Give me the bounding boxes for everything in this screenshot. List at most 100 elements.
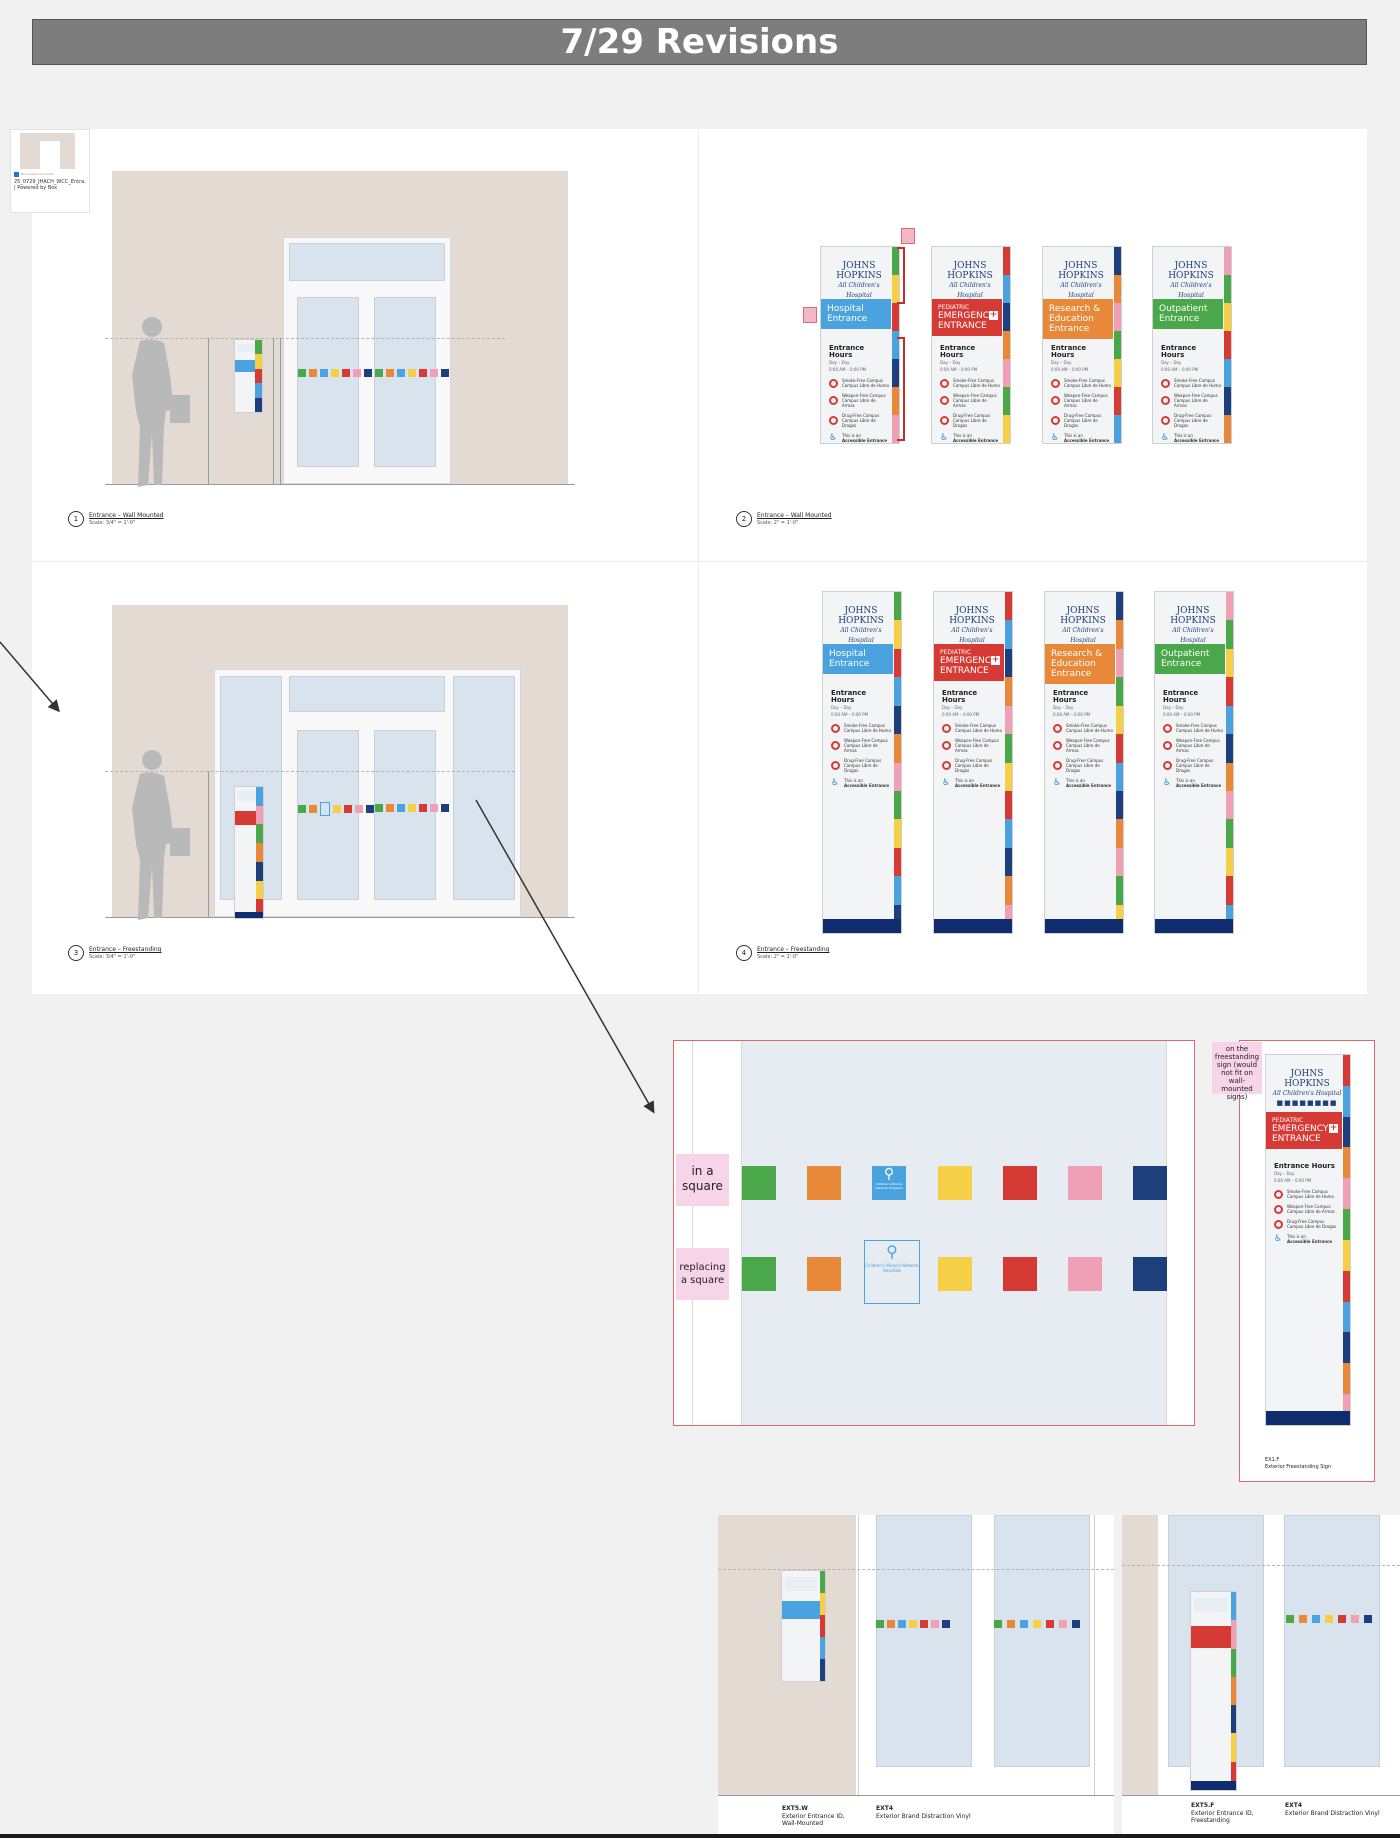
- entrance-sign[interactable]: JOHNS HOPKINS All Children's Hospital ■■…: [1152, 246, 1232, 444]
- sign-code: EXT5.F: [1191, 1802, 1215, 1809]
- transom-glass: [289, 676, 445, 712]
- entrance-hours: Entrance Hours Day – Day 0:00 AM – 0:00 …: [942, 689, 1002, 788]
- bottom-elevation-a: [718, 1515, 1114, 1834]
- page-title: 7/29 Revisions: [32, 19, 1367, 65]
- navy-base-bar: [1045, 919, 1123, 933]
- brand-vinyl-row: [298, 802, 374, 816]
- no-drugs-icon: [942, 761, 951, 770]
- sign-description: Exterior Entrance ID, Freestanding: [1191, 1810, 1254, 1824]
- accessible-icon: ♿: [829, 432, 838, 443]
- entrance-sign[interactable]: JOHNS HOPKINS All Children's Hospital ■■…: [1044, 591, 1124, 934]
- brand-color-square: [742, 1257, 776, 1291]
- freestanding-sign-mini[interactable]: [234, 786, 264, 919]
- no-weapons-icon: [940, 396, 949, 405]
- sticky-note[interactable]: replacing a square: [676, 1248, 729, 1300]
- entrance-hours: Entrance Hours Day – Day 0:00 AM – 0:00 …: [940, 344, 1000, 443]
- comment-marker-icon[interactable]: [803, 307, 817, 323]
- door-glass: [374, 297, 436, 467]
- accessible-icon: ♿: [940, 432, 949, 443]
- elevation-title: Entrance – Wall Mounted: [89, 512, 164, 519]
- dimension-line: [105, 771, 515, 772]
- no-drugs-icon: [1161, 416, 1170, 425]
- elevation-number: 3: [68, 945, 84, 961]
- sign-description: Exterior Entrance ID, Wall-Mounted: [782, 1813, 845, 1827]
- elevation-scale: Scale: 3/4" = 1'-0": [89, 954, 136, 960]
- person-silhouette-icon: [132, 317, 190, 487]
- wall-sign-mini[interactable]: [781, 1570, 826, 1682]
- freestanding-sign-mini[interactable]: [1190, 1591, 1237, 1791]
- brand-color-square: [1068, 1166, 1102, 1200]
- entrance-hours: Entrance Hours Day – Day 0:00 AM – 0:00 …: [1161, 344, 1221, 443]
- accessible-icon: ♿: [1053, 777, 1062, 788]
- entrance-sign[interactable]: JOHNS HOPKINS All Children's Hospital ■■…: [1154, 591, 1234, 934]
- no-drugs-icon: [1053, 761, 1062, 770]
- entrance-hours: Entrance Hours Day – Day 0:00 AM – 0:00 …: [831, 689, 891, 788]
- entrance-sign[interactable]: JOHNS HOPKINS All Children's Hospital ■■…: [931, 246, 1011, 444]
- brand-vinyl-row: [375, 369, 449, 377]
- no-smoking-icon: [1161, 378, 1170, 388]
- no-smoking-icon: [1053, 723, 1062, 733]
- entrance-sign[interactable]: JOHNS HOPKINS All Children's Hospital ■■…: [822, 591, 902, 934]
- file-thumbnail: [20, 133, 75, 169]
- sign-description: Exterior Freestanding Sign: [1265, 1464, 1332, 1470]
- medical-cross-icon: +: [1329, 1123, 1338, 1133]
- entrance-label: Research & Education Entrance: [1043, 299, 1113, 339]
- entrance-hours: Entrance Hours Day – Day 0:00 AM – 0:00 …: [1274, 1162, 1337, 1244]
- markup-bracket: [897, 337, 905, 441]
- entrance-label: Research & Education Entrance: [1045, 644, 1115, 684]
- sign-code: EXT4: [876, 1805, 893, 1812]
- door-glass: [297, 297, 359, 467]
- no-smoking-icon: [940, 378, 949, 388]
- elevation-number: 1: [68, 511, 84, 527]
- elevation-title: Entrance – Wall Mounted: [757, 512, 832, 519]
- johns-hopkins-logo: JOHNS HOPKINS All Children's Hospital ■■…: [1272, 1069, 1342, 1107]
- no-weapons-icon: [1053, 741, 1062, 750]
- accessible-icon: ♿: [831, 777, 840, 788]
- sidelite-glass: [453, 676, 515, 900]
- sign-code: EXT5.W: [782, 1805, 808, 1812]
- embedded-file-card[interactable]: Box shared document 25_0729_JHACH_WCC_En…: [10, 129, 90, 213]
- sticky-note[interactable]: on the freestanding sign (would not fit …: [1212, 1042, 1262, 1101]
- dimension-line: [280, 338, 281, 484]
- elevation-scale: Scale: 3/4" = 1'-0": [89, 520, 136, 526]
- sign-description: Exterior Brand Distraction Vinyl: [1285, 1810, 1380, 1817]
- no-smoking-icon: [1051, 378, 1060, 388]
- entrance-sign[interactable]: JOHNS HOPKINS All Children's Hospital ■■…: [1042, 246, 1122, 444]
- accessible-icon: ♿: [1274, 1233, 1283, 1244]
- board-divider: [32, 561, 1367, 562]
- no-smoking-icon: [1163, 723, 1172, 733]
- no-drugs-icon: [1274, 1219, 1283, 1229]
- elevation-scale: Scale: 2" = 1'-0": [757, 954, 799, 960]
- sticky-note[interactable]: in a square: [676, 1154, 729, 1206]
- entrance-label: PEDIATRIC EMERGENCY ENTRANCE: [932, 299, 1002, 336]
- no-drugs-icon: [1163, 761, 1172, 770]
- entrance-sign[interactable]: JOHNS HOPKINS All Children's Hospital ■■…: [933, 591, 1013, 934]
- floor-line: [105, 484, 575, 485]
- navy-base-bar: [1155, 919, 1233, 933]
- no-weapons-icon: [829, 396, 838, 405]
- box-icon: [14, 171, 19, 177]
- no-weapons-icon: [1163, 741, 1172, 750]
- entrance-sign[interactable]: JOHNS HOPKINS All Children's Hospital ■■…: [820, 246, 900, 444]
- entrance-sign[interactable]: JOHNS HOPKINS All Children's Hospital ■■…: [1265, 1054, 1351, 1426]
- sign-description: Exterior Brand Distraction Vinyl: [876, 1813, 971, 1820]
- accessible-icon: ♿: [942, 777, 951, 788]
- comment-marker-icon[interactable]: [901, 228, 915, 244]
- no-drugs-icon: [831, 761, 840, 770]
- no-smoking-icon: [829, 378, 838, 388]
- elevation-number: 4: [736, 945, 752, 961]
- brand-color-square: [1003, 1257, 1037, 1291]
- no-smoking-icon: [831, 723, 840, 733]
- dimension-line: [105, 338, 505, 339]
- no-drugs-icon: [829, 416, 838, 425]
- no-smoking-icon: [1274, 1189, 1283, 1199]
- file-name: 25_0729_JHACH_WCC_Entra...: [14, 179, 86, 185]
- entrance-label: Hospital Entrance: [823, 644, 893, 674]
- wall-sign-mini[interactable]: [234, 339, 263, 413]
- brand-color-square: [938, 1166, 972, 1200]
- file-meta: Box shared document: [21, 172, 54, 176]
- no-weapons-icon: [831, 741, 840, 750]
- brand-color-square: [807, 1166, 841, 1200]
- no-smoking-icon: [942, 723, 951, 733]
- accessible-icon: ♿: [1051, 432, 1060, 443]
